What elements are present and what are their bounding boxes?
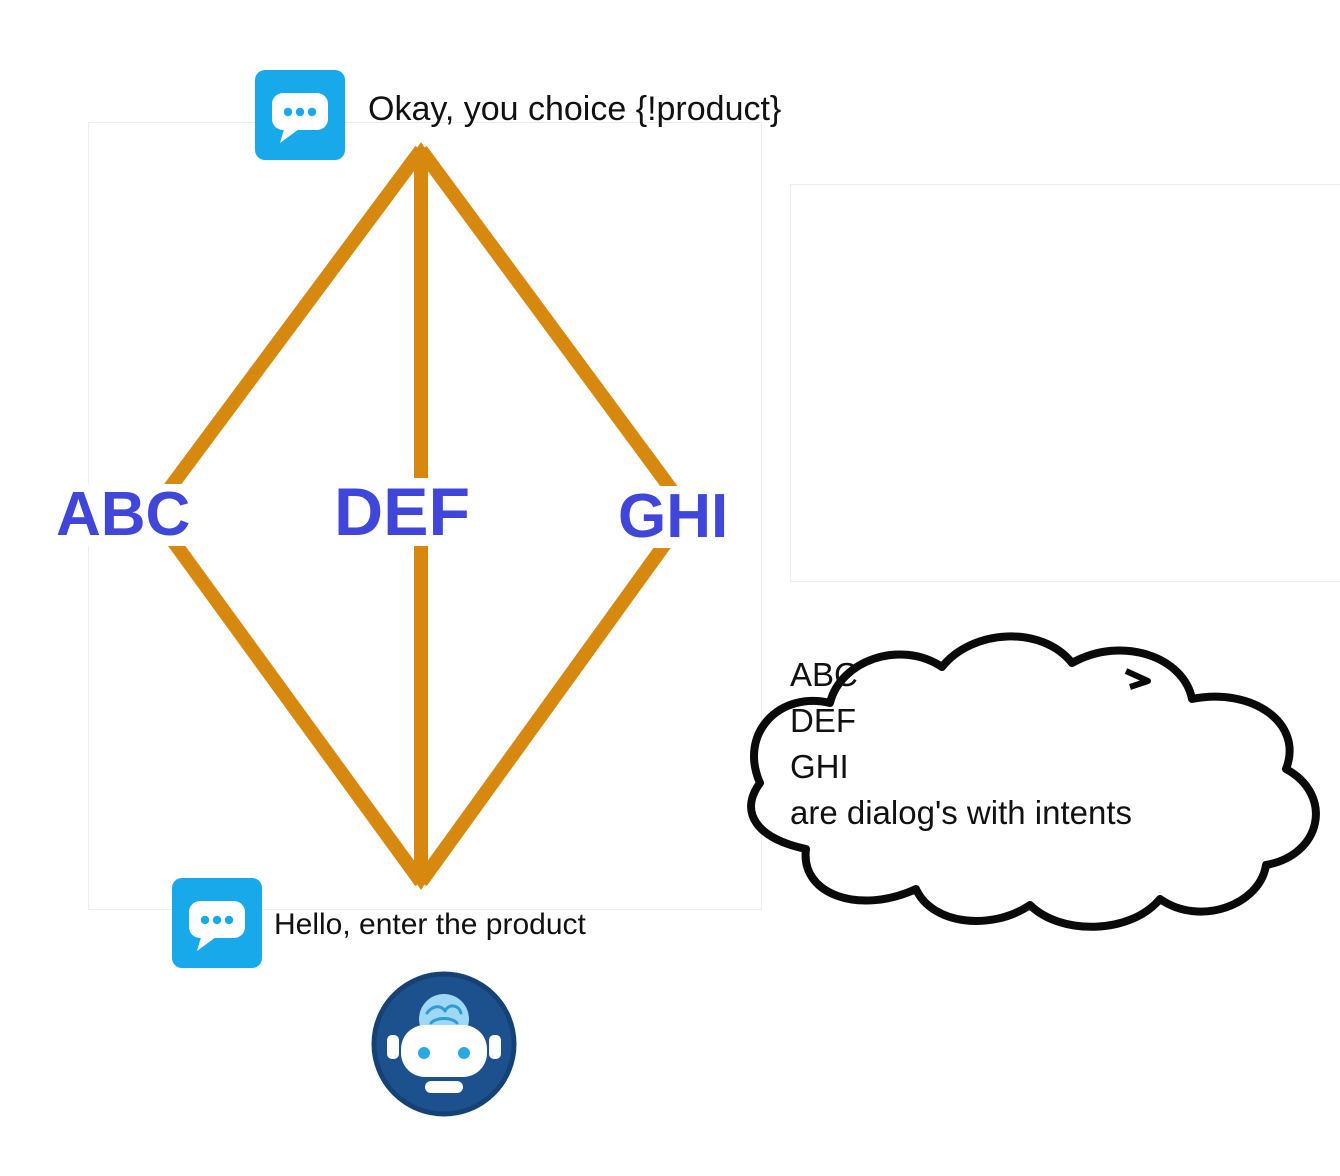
node-label-abc: ABC [50,484,197,546]
bottom-message-text: Hello, enter the product [274,908,586,941]
node-label-def: DEF [328,478,476,546]
flow-line-top-left [146,145,427,517]
cloud-line-4: are dialog's with intents [790,794,1132,831]
node-label-ghi: GHI [612,486,735,548]
cloud-line-3: GHI [790,748,849,785]
cloud-line-2: DEF [790,702,856,739]
robot-avatar-icon [371,971,517,1117]
flow-apex-bottom [404,864,438,890]
flow-line-bottom-left [146,507,427,887]
flow-line-top-right [415,145,694,517]
flow-line-bottom-right [415,507,694,887]
chat-bubble-icon [172,878,262,968]
thought-cloud [747,632,1320,931]
top-message-text: Okay, you choice {!product} [368,90,782,128]
cloud-text: ABC DEF GHI are dialog's with intents [790,652,1132,836]
cloud-line-1: ABC [790,656,858,693]
chat-bubble-icon [255,70,345,160]
flow-apex-top [404,142,438,168]
